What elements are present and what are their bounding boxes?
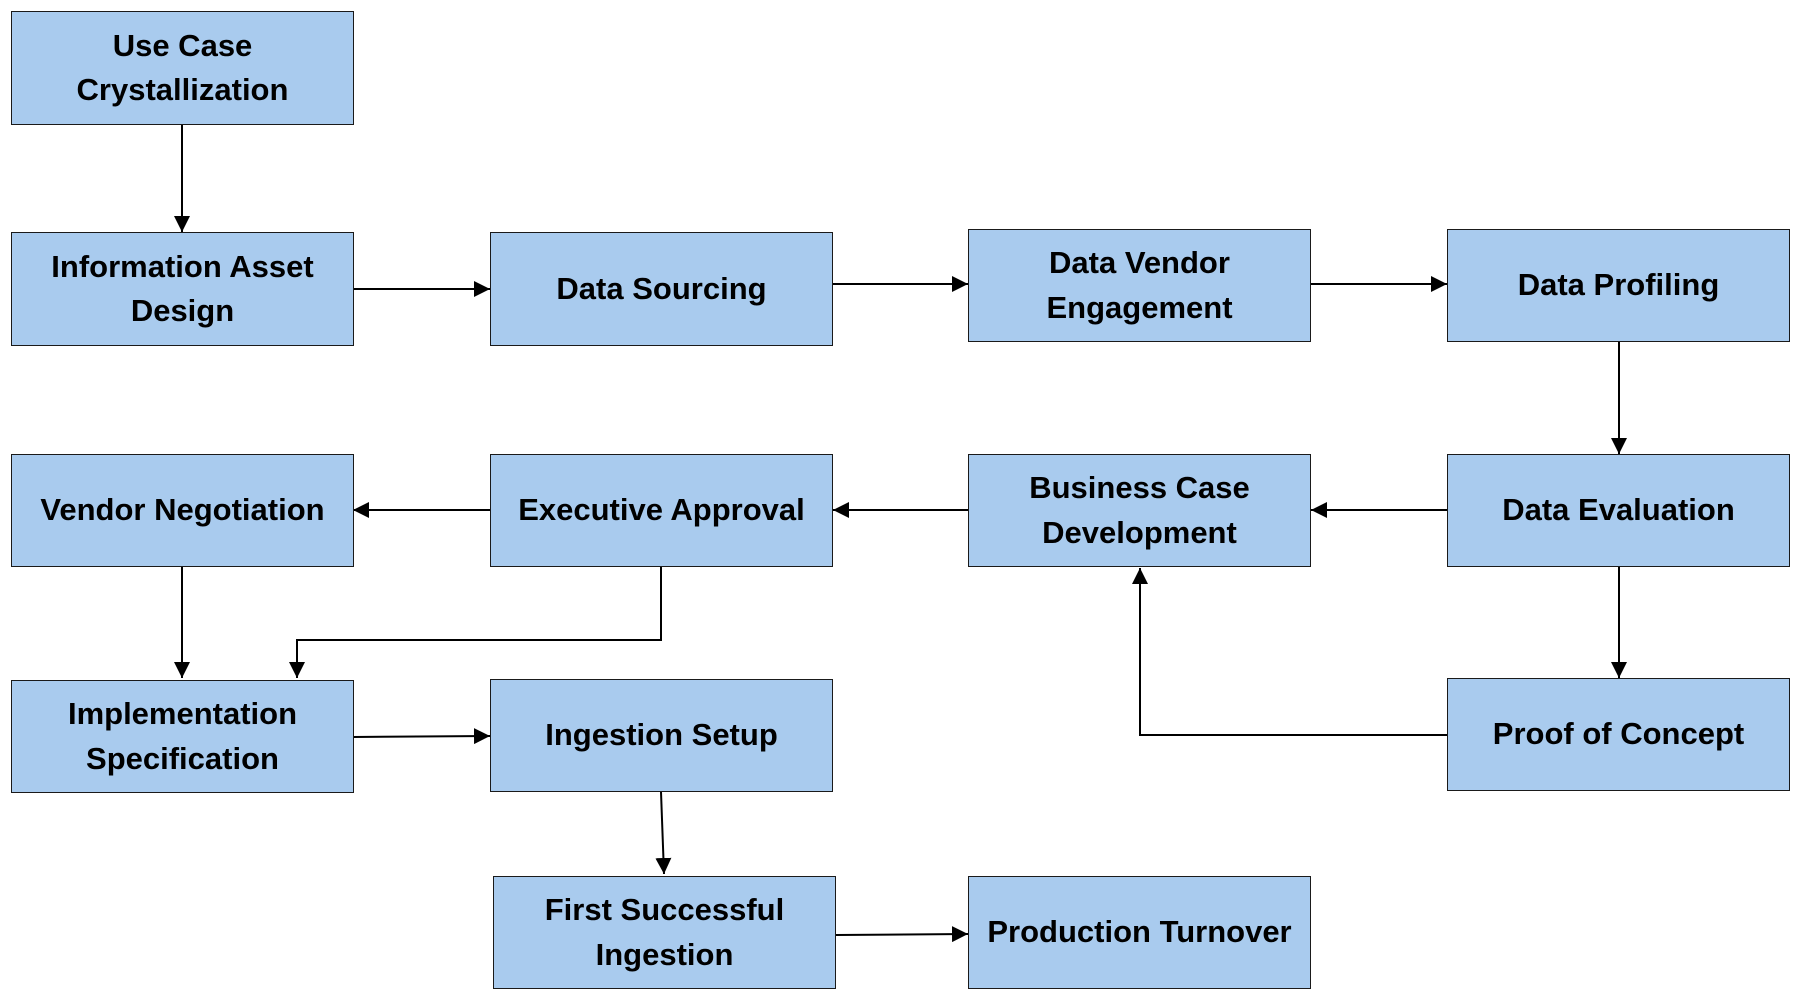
node-label: Data Vendor Engagement bbox=[1046, 245, 1233, 325]
node-label: First Successful Ingestion bbox=[544, 892, 785, 972]
node-production-turnover: Production Turnover bbox=[968, 876, 1311, 989]
node-data-sourcing: Data Sourcing bbox=[490, 232, 833, 346]
edge-first-ingestion-to-production bbox=[835, 926, 969, 943]
edge-ingestion-setup-to-first-ingestion bbox=[655, 791, 672, 875]
node-data-evaluation: Data Evaluation bbox=[1447, 454, 1790, 567]
node-vendor-negotiation: Vendor Negotiation bbox=[11, 454, 354, 567]
node-label: Data Evaluation bbox=[1502, 492, 1735, 528]
node-label: Business Case Development bbox=[1029, 470, 1250, 550]
node-use-case-crystallization: Use Case Crystallization bbox=[11, 11, 354, 125]
node-label: Production Turnover bbox=[987, 914, 1292, 950]
node-label: Ingestion Setup bbox=[545, 717, 778, 753]
node-implementation-specification: Implementation Specification bbox=[11, 680, 354, 793]
node-label: Vendor Negotiation bbox=[40, 492, 325, 528]
node-label: Use Case Crystallization bbox=[76, 27, 289, 107]
node-label: Data Sourcing bbox=[556, 270, 767, 306]
node-label: Information Asset Design bbox=[51, 248, 314, 328]
edge-executive-approval-to-implementation bbox=[289, 567, 662, 678]
node-data-vendor-engagement: Data Vendor Engagement bbox=[968, 229, 1311, 342]
edge-implementation-to-ingestion-setup bbox=[352, 728, 491, 745]
edge-proof-of-concept-to-business-case bbox=[1132, 568, 1447, 736]
node-proof-of-concept: Proof of Concept bbox=[1447, 678, 1790, 791]
node-label: Data Profiling bbox=[1517, 267, 1720, 303]
node-executive-approval: Executive Approval bbox=[490, 454, 833, 567]
node-label: Executive Approval bbox=[518, 492, 805, 528]
node-ingestion-setup: Ingestion Setup bbox=[490, 679, 833, 792]
node-data-profiling: Data Profiling bbox=[1447, 229, 1790, 342]
node-first-successful-ingestion: First Successful Ingestion bbox=[493, 876, 836, 989]
node-information-asset-design: Information Asset Design bbox=[11, 232, 354, 346]
node-label: Proof of Concept bbox=[1492, 716, 1745, 752]
node-label: Implementation Specification bbox=[67, 696, 298, 776]
node-business-case-development: Business Case Development bbox=[968, 454, 1311, 567]
